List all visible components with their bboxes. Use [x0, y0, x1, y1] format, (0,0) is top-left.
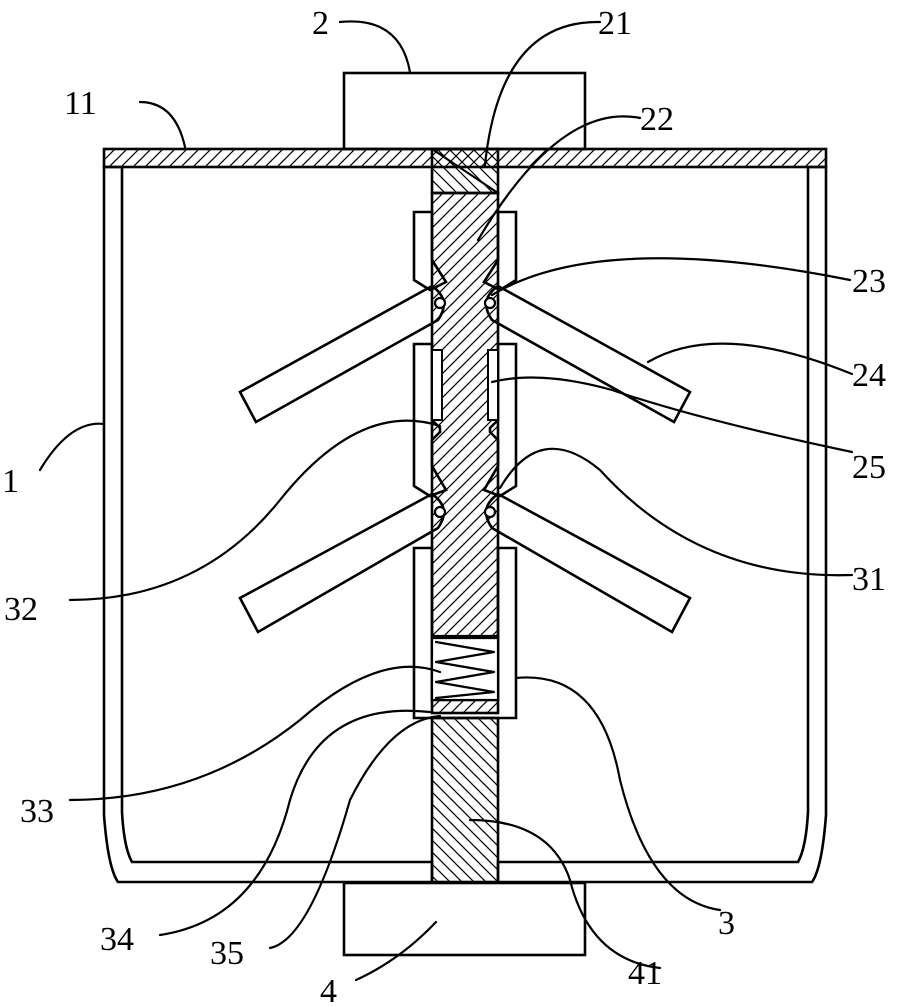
label-23: 23 — [852, 263, 886, 300]
label-32: 32 — [4, 591, 38, 628]
label-24: 24 — [852, 357, 886, 394]
label-1: 1 — [2, 463, 19, 500]
label-31: 31 — [852, 561, 886, 598]
label-4: 4 — [320, 973, 337, 1008]
label-11: 11 — [64, 85, 97, 122]
bottom-motor — [344, 883, 585, 955]
label-3: 3 — [718, 905, 735, 942]
label-41: 41 — [628, 955, 662, 992]
label-34: 34 — [100, 921, 134, 958]
top-motor — [344, 73, 585, 149]
slot-left — [432, 350, 442, 420]
label-33: 33 — [20, 793, 54, 830]
label-25: 25 — [852, 449, 886, 486]
slot-right — [488, 350, 498, 420]
label-22: 22 — [640, 101, 674, 138]
label-2: 2 — [312, 5, 329, 42]
label-35: 35 — [210, 935, 244, 972]
label-21: 21 — [598, 5, 632, 42]
lower-shaft — [432, 718, 498, 882]
